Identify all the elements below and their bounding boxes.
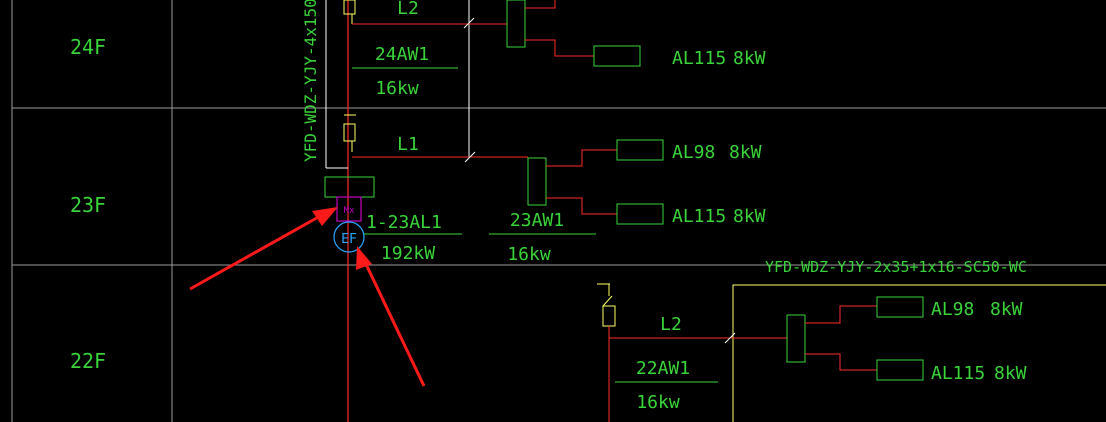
breaker-23-body	[343, 123, 356, 142]
floor-label-23f: 23F	[70, 193, 106, 217]
branch-22-load2-wire	[805, 353, 877, 371]
breaker-24-body	[343, 0, 356, 15]
load-23-al115-name: AL115	[672, 206, 726, 227]
load-box-22-al115	[876, 359, 924, 381]
breaker-24-l2	[343, 0, 356, 24]
arrow-to-ef-shaft	[362, 259, 426, 387]
distribution-box-22	[786, 314, 806, 363]
arrow-to-ef-symbol	[356, 246, 426, 387]
load-box-24-al115	[593, 45, 641, 67]
riser-cable-spec: YFD-WDZ-YJY-4x150	[301, 0, 320, 162]
load-23-al98-power: 8kW	[729, 142, 762, 163]
branch-24-line-label: L2	[397, 0, 419, 19]
arrow-to-ef-head	[356, 246, 372, 270]
floor-grid	[11, 0, 1106, 422]
floor-label-24f: 24F	[70, 35, 106, 59]
arrow-to-mx-head	[312, 207, 338, 226]
load-24-al115-power: 8kW	[733, 48, 766, 69]
branch-23-line-label: L1	[397, 134, 419, 155]
branch-24-load-wire	[525, 39, 594, 57]
annotation-arrows	[189, 207, 426, 387]
branch-23-load2-wire	[546, 197, 617, 215]
distribution-box-24	[506, 0, 526, 48]
branch-24-box-name: 24AW1	[375, 44, 429, 65]
breaker-23-l1	[343, 114, 356, 152]
main-panel-name: 1-23AL1	[366, 212, 442, 233]
branch-24-slash	[463, 17, 475, 29]
branch-22-load1-wire	[805, 305, 877, 324]
mx-symbol-label: Mx	[344, 206, 355, 216]
load-24-al115-name: AL115	[672, 48, 726, 69]
branch-23-l1: L1 AL98 8kW AL115 8kW 23AW1 16kw	[352, 134, 766, 265]
branch-23-slash	[464, 151, 476, 163]
branch-23-box-name: 23AW1	[510, 210, 564, 231]
branch-22-slash	[724, 332, 736, 344]
branch-22-line-label: L2	[660, 314, 682, 335]
main-panel-power: 192kW	[381, 243, 435, 264]
feeder-enclosure	[325, 0, 470, 169]
branch-22-l2: YFD-WDZ-YJY-2x35+1x16-SC50-WC L2 AL98 8k…	[597, 258, 1106, 422]
breaker-22-angle	[602, 295, 613, 307]
load-22-al115-name: AL115	[931, 363, 985, 384]
branch-22-box-name: 22AW1	[636, 358, 690, 379]
load-box-23-al115	[616, 203, 664, 225]
branch-22-enclosure	[732, 284, 1106, 422]
branch-23-load1-wire	[546, 149, 617, 167]
arrow-to-mx-symbol	[189, 207, 338, 291]
ef-symbol-label: EF	[341, 232, 357, 247]
branch-23-power: 16kw	[507, 244, 551, 265]
distribution-box-23	[527, 157, 547, 206]
branch-22-cable-spec: YFD-WDZ-YJY-2x35+1x16-SC50-WC	[765, 258, 1027, 276]
load-23-al98-name: AL98	[672, 142, 715, 163]
arrow-to-mx-shaft	[189, 213, 323, 291]
breaker-22-body	[602, 305, 616, 327]
branch-24-l2: L2 24AW1 16kw AL115 8kW	[352, 0, 766, 99]
load-23-al115-power: 8kW	[733, 206, 766, 227]
mx-symbol	[336, 196, 362, 222]
load-22-al115-power: 8kW	[994, 363, 1027, 384]
floor-labels: 24F 23F 22F	[70, 35, 106, 373]
load-22-al98-power: 8kW	[990, 299, 1023, 320]
main-panel-box	[324, 176, 375, 198]
main-panel-23: Mx EF 1-23AL1 192kW	[324, 176, 462, 264]
floor-label-22f: 22F	[70, 349, 106, 373]
branch-24-top-load-wire	[525, 0, 556, 9]
load-box-23-al98	[616, 139, 664, 161]
branch-24-power: 16kw	[375, 78, 419, 99]
branch-22-power: 16kw	[636, 392, 680, 413]
load-22-al98-name: AL98	[931, 299, 974, 320]
ef-symbol	[333, 221, 365, 253]
load-box-22-al98	[876, 296, 924, 318]
